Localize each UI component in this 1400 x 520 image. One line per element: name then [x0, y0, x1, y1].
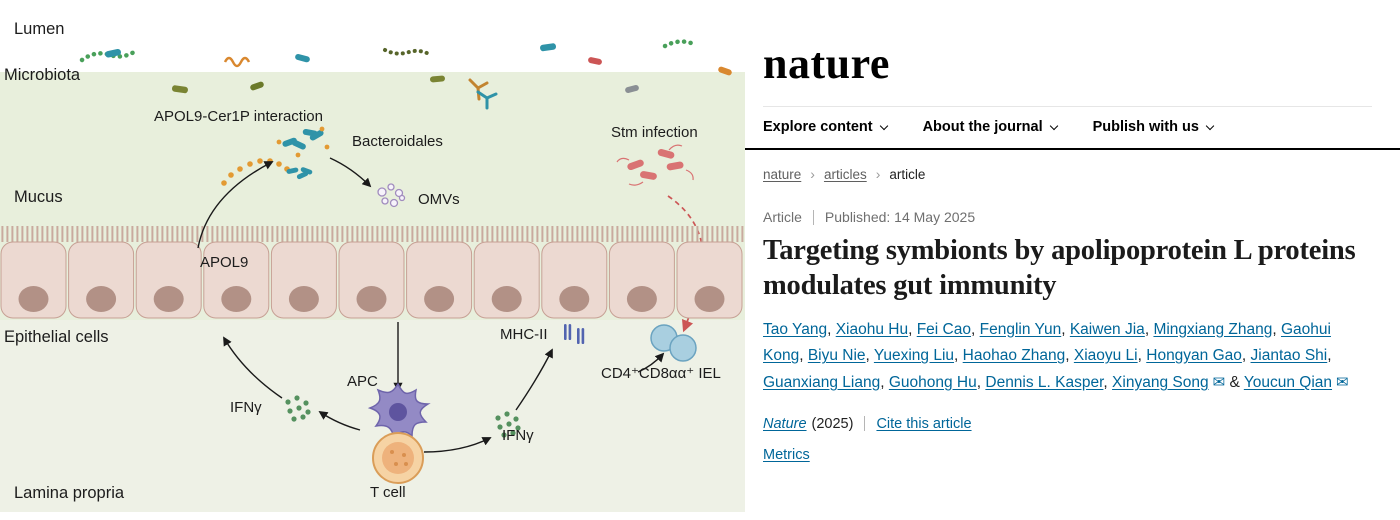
metrics-row: Metrics — [763, 447, 1372, 463]
label-lumen: Lumen — [14, 20, 65, 38]
nature-logo[interactable]: nature — [763, 39, 890, 88]
article-meta: Article Published: 14 May 2025 — [763, 209, 1372, 225]
nav-publish-with-us[interactable]: Publish with us — [1092, 119, 1215, 135]
bacteroidales-bacteria-icon — [276, 126, 330, 180]
journal-link[interactable]: Nature — [763, 415, 807, 432]
breadcrumb-articles[interactable]: articles — [823, 166, 867, 182]
article-type: Article — [763, 209, 802, 225]
cite-this-article-link[interactable]: Cite this article — [876, 415, 972, 432]
breadcrumb-nature[interactable]: nature — [763, 166, 802, 182]
breadcrumb-article: article — [889, 166, 926, 182]
figure-panel: Lumen Microbiota Mucus Epithelial cells … — [0, 20, 745, 520]
author-link[interactable]: Xiaoyu Li — [1073, 347, 1138, 365]
author-link[interactable]: Fenglin Yun — [979, 320, 1062, 338]
anno-t-cell: T cell — [370, 484, 406, 501]
author-link[interactable]: Fei Cao — [916, 320, 971, 338]
chevron-down-icon — [879, 121, 888, 130]
author-link[interactable]: Youcun Qian — [1243, 373, 1333, 391]
nav-label: Publish with us — [1092, 119, 1199, 135]
nav-rule — [745, 148, 1400, 150]
author-link[interactable]: Haohao Zhang — [962, 347, 1066, 365]
breadcrumb-separator-icon — [876, 166, 881, 182]
chevron-down-icon — [1049, 121, 1058, 130]
email-icon[interactable]: ✉ — [1212, 373, 1226, 391]
anno-mhc2: MHC-II — [500, 326, 548, 343]
label-mucus: Mucus — [14, 188, 63, 206]
nav-label: Explore content — [763, 119, 873, 135]
ifng-dots-left-icon — [285, 395, 311, 422]
anno-omvs: OMVs — [418, 191, 460, 208]
email-icon[interactable]: ✉ — [1336, 373, 1349, 391]
arrows — [197, 157, 665, 453]
page-title: Targeting symbionts by apolipoprotein L … — [763, 235, 1356, 301]
journal-year: (2025) — [811, 415, 854, 432]
anno-ifng-right: IFNγ — [502, 427, 534, 444]
mhc2-icon — [564, 324, 585, 344]
epithelium-cells — [0, 241, 743, 319]
author-link[interactable]: Gaohui Kong — [763, 320, 1331, 365]
nav-label: About the journal — [922, 119, 1043, 135]
author-link[interactable]: Tao Yang — [763, 320, 828, 338]
anno-apol9-cer1p: APOL9-Cer1P interaction — [154, 108, 323, 125]
published-date: Published: 14 May 2025 — [824, 209, 976, 225]
stm-bacteria-icon — [616, 144, 694, 186]
author-link[interactable]: Mingxiang Zhang — [1153, 320, 1273, 338]
anno-iel: CD4⁺CD8αα⁺ IEL — [601, 365, 721, 382]
meta-divider — [812, 209, 814, 225]
anno-apol9: APOL9 — [200, 254, 249, 271]
citation-row: Nature (2025) Cite this article — [763, 416, 1372, 432]
author-list: Tao Yang, Xiaohu Hu, Fei Cao, Fenglin Yu… — [763, 320, 1349, 391]
ifng-dots-right-icon — [495, 411, 521, 438]
apc-cell-icon — [367, 382, 431, 440]
epithelium-microvilli — [0, 226, 745, 242]
iel-cell-icons — [650, 324, 697, 362]
anno-ifng-left: IFNγ — [230, 399, 262, 416]
author-link[interactable]: Guohong Hu — [888, 373, 977, 391]
author-link[interactable]: Hongyan Gao — [1146, 347, 1242, 365]
label-lamina-propria: Lamina propria — [14, 484, 125, 502]
author-link[interactable]: Xiaohu Hu — [835, 320, 909, 338]
anno-apc: APC — [347, 373, 378, 390]
author-link[interactable]: Dennis L. Kasper — [985, 373, 1104, 391]
t-cell-icon — [372, 432, 424, 484]
chevron-down-icon — [1205, 121, 1215, 130]
microbiota-bacteria-icons — [79, 39, 732, 110]
author-link[interactable]: Kaiwen Jia — [1069, 320, 1145, 338]
metrics-link[interactable]: Metrics — [763, 446, 810, 463]
author-link[interactable]: Biyu Nie — [807, 347, 866, 365]
anno-stm-infection: Stm infection — [611, 124, 698, 141]
author-link[interactable]: Guanxiang Liang — [763, 373, 881, 391]
label-epithelial-cells: Epithelial cells — [4, 328, 109, 346]
author-link[interactable]: Jiantao Shi — [1250, 347, 1328, 365]
nav-about-journal[interactable]: About the journal — [922, 119, 1058, 135]
gut-immunity-diagram — [0, 39, 745, 520]
nav-explore-content[interactable]: Explore content — [763, 119, 888, 135]
breadcrumb-separator-icon — [810, 166, 815, 182]
breadcrumb: nature articles article — [763, 166, 1372, 182]
author-link[interactable]: Yuexing Liu — [873, 347, 955, 365]
label-microbiota: Microbiota — [4, 66, 81, 84]
main-nav: Explore content About the journal Publis… — [763, 106, 1372, 135]
omv-icons — [377, 183, 406, 208]
author-link[interactable]: Xinyang Song — [1112, 373, 1209, 391]
anno-bacteroidales: Bacteroidales — [352, 133, 443, 150]
article-panel: nature Explore content About the journal… — [745, 0, 1400, 520]
citation-divider — [864, 416, 866, 431]
